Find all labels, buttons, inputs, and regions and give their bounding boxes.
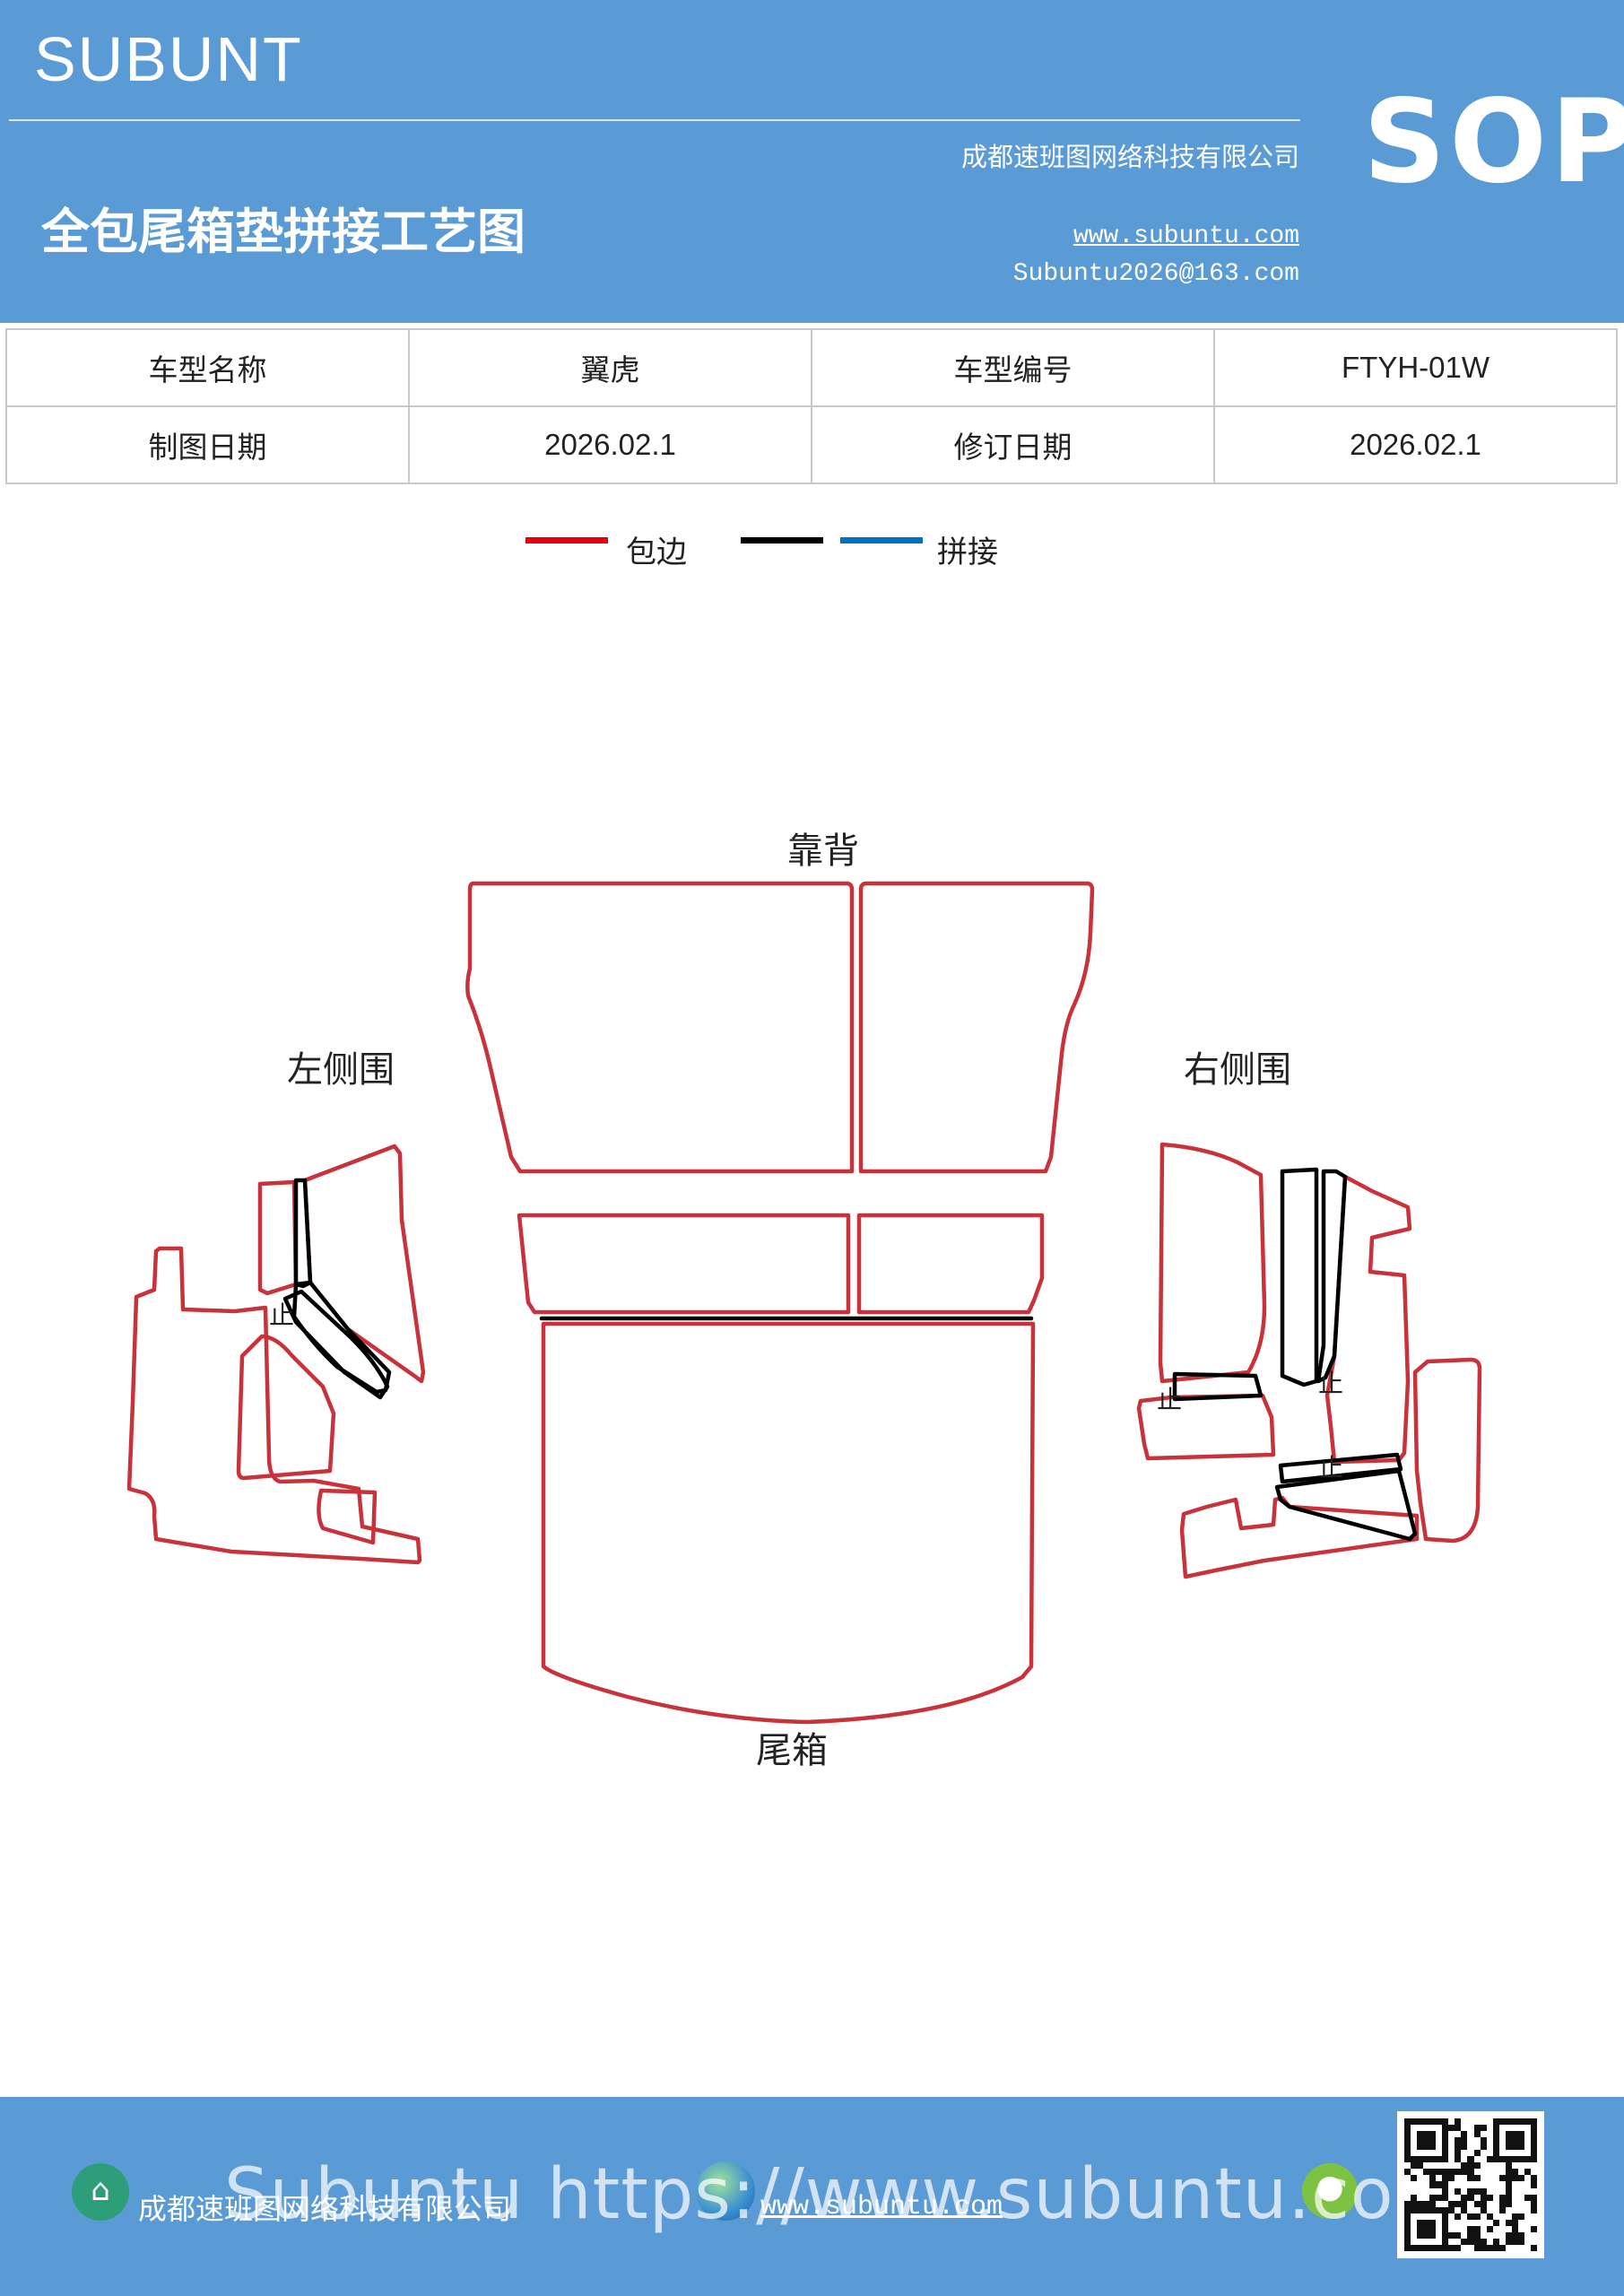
table-cell: 车型编号 <box>811 328 1215 407</box>
legend-label-edge: 包边 <box>626 535 687 570</box>
home-icon: ⌂ <box>72 2163 129 2221</box>
header-divider <box>9 119 1300 121</box>
qr-code[interactable] <box>1397 2111 1544 2258</box>
table-cell: 翼虎 <box>408 328 812 407</box>
left-side-notch <box>317 1488 378 1545</box>
sop-badge: SOP <box>1363 75 1624 209</box>
document-title: 全包尾箱垫拼接工艺图 <box>41 203 525 260</box>
table-cell: 车型名称 <box>5 328 410 407</box>
table-cell: FTYH-01W <box>1213 328 1618 407</box>
stop-mark: 止 <box>1318 1453 1343 1483</box>
right-side-tall <box>1412 1357 1482 1544</box>
right-side-seam-b <box>1316 1169 1348 1384</box>
label-back: 靠背 <box>787 831 859 872</box>
stop-mark: 止 <box>269 1300 294 1330</box>
left-side-window <box>236 1334 336 1481</box>
table-cell: 修订日期 <box>811 405 1215 484</box>
right-seam-lower-1 <box>1172 1371 1264 1402</box>
legend-swatch-edge <box>525 537 608 544</box>
label-right: 右侧围 <box>1184 1049 1291 1091</box>
footer-company: 成都速班图网络科技有限公司 <box>138 2192 512 2226</box>
right-seam-lower-3 <box>1274 1468 1418 1542</box>
footer-banner: ⌂ 成都速班图网络科技有限公司 www.subuntu.com ● Subunt… <box>0 2097 1624 2296</box>
right-side-seam-strip <box>1280 1167 1319 1387</box>
left-seam-strip-3 <box>282 1289 390 1400</box>
legend-swatch-seam-blue <box>840 537 923 544</box>
left-side-main <box>126 1246 422 1565</box>
header-banner: SUBUNT 成都速班图网络科技有限公司 全包尾箱垫拼接工艺图 www.subu… <box>0 0 1624 323</box>
company-name: 成都速班图网络科技有限公司 <box>960 142 1299 172</box>
stop-mark: 止 <box>1157 1385 1182 1414</box>
left-side-upper-a <box>257 1179 299 1296</box>
legend: 包边 拼接 <box>0 520 1624 574</box>
wechat-icon: ● <box>1302 2163 1358 2219</box>
email-address: Subuntu2026@163.com <box>1012 260 1299 288</box>
footer-watermark-text: Subuntu https://www.subuntu.com <box>224 2154 1463 2235</box>
vehicle-info-table: 车型名称 翼虎 车型编号 FTYH-01W 制图日期 2026.02.1 修订日… <box>5 328 1618 484</box>
right-seam-lower-2 <box>1278 1452 1403 1484</box>
right-side-b <box>1324 1174 1412 1465</box>
right-side-lower-b <box>1179 1495 1420 1579</box>
footer-website-link[interactable]: www.subuntu.com <box>760 2192 1003 2222</box>
left-seam-strip-1 <box>293 1178 313 1289</box>
table-cell: 2026.02.1 <box>1213 405 1618 484</box>
right-side-a <box>1158 1142 1267 1384</box>
back-panel-right <box>858 881 1095 1174</box>
table-row: 制图日期 2026.02.1 修订日期 2026.02.1 <box>5 405 1618 484</box>
mid-strip-left <box>517 1213 851 1315</box>
qr-pattern <box>1404 2118 1537 2251</box>
table-row: 车型名称 翼虎 车型编号 FTYH-01W <box>5 328 1618 407</box>
globe-icon <box>696 2161 755 2221</box>
legend-label-seam: 拼接 <box>937 535 998 570</box>
table-cell: 2026.02.1 <box>408 405 812 484</box>
label-trunk: 尾箱 <box>756 1730 828 1771</box>
legend-swatch-seam-black <box>741 537 823 544</box>
stop-mark: 止 <box>1318 1369 1343 1398</box>
trunk-floor <box>541 1321 1036 1725</box>
label-left: 左侧围 <box>287 1049 395 1091</box>
back-panel-left <box>465 881 855 1174</box>
table-cell: 制图日期 <box>5 405 410 484</box>
brand-logo: SUBUNT <box>34 24 303 94</box>
mid-strip-right <box>856 1213 1045 1315</box>
website-link[interactable]: www.subuntu.com <box>1073 222 1299 250</box>
